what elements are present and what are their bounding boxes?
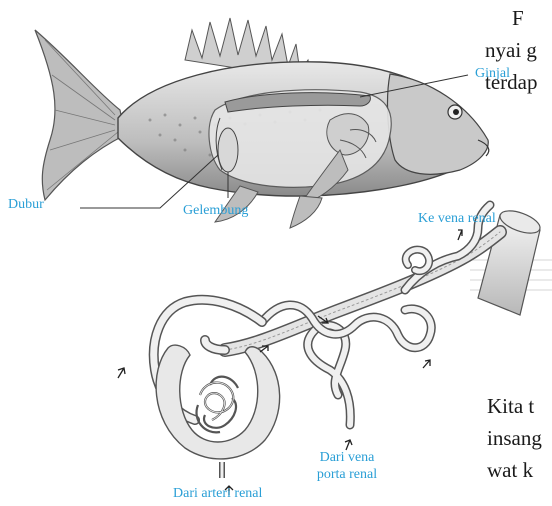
label-ke-vena-renal: Ke vena renal <box>418 211 496 226</box>
body-text-top-2: nyai g <box>485 40 537 61</box>
label-dubur: Dubur <box>8 197 44 212</box>
label-dari-vena-porta: Dari vena porta renal <box>297 450 397 483</box>
arrow-right-loop <box>423 360 430 368</box>
label-dari-vena-line1: Dari vena <box>297 450 397 465</box>
label-dari-vena-line2: porta renal <box>297 467 397 482</box>
arrow-outer-loop <box>118 368 125 378</box>
body-text-bottom-1: Kita t <box>487 396 534 417</box>
label-dari-arteri-renal: Dari arteri renal <box>173 486 262 501</box>
label-gelembung: Gelembung <box>183 203 248 218</box>
body-text-bottom-3: wat k <box>487 460 533 481</box>
body-text-top-3: terdap <box>485 72 537 93</box>
body-text-top-1: F <box>512 8 524 29</box>
arrow-ke-vena <box>458 230 462 240</box>
body-text-bottom-2: insang <box>487 428 542 449</box>
collecting-tubule <box>225 232 500 350</box>
glomerulus <box>156 345 280 478</box>
arrow-vena-porta <box>345 440 352 450</box>
